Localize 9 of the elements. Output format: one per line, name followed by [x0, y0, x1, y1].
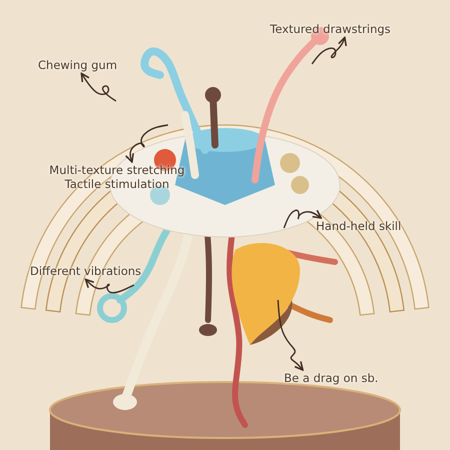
leader-line — [125, 124, 168, 163]
leader-line — [283, 209, 322, 228]
callout-label: Be a drag on sb. — [284, 371, 378, 386]
leader-line — [277, 300, 304, 371]
callout-label: Chewing gum — [38, 58, 118, 72]
leader-line — [311, 36, 347, 64]
callout-label: Textured drawstrings — [270, 22, 391, 36]
leader-line — [84, 278, 134, 294]
leader-line — [80, 72, 116, 102]
